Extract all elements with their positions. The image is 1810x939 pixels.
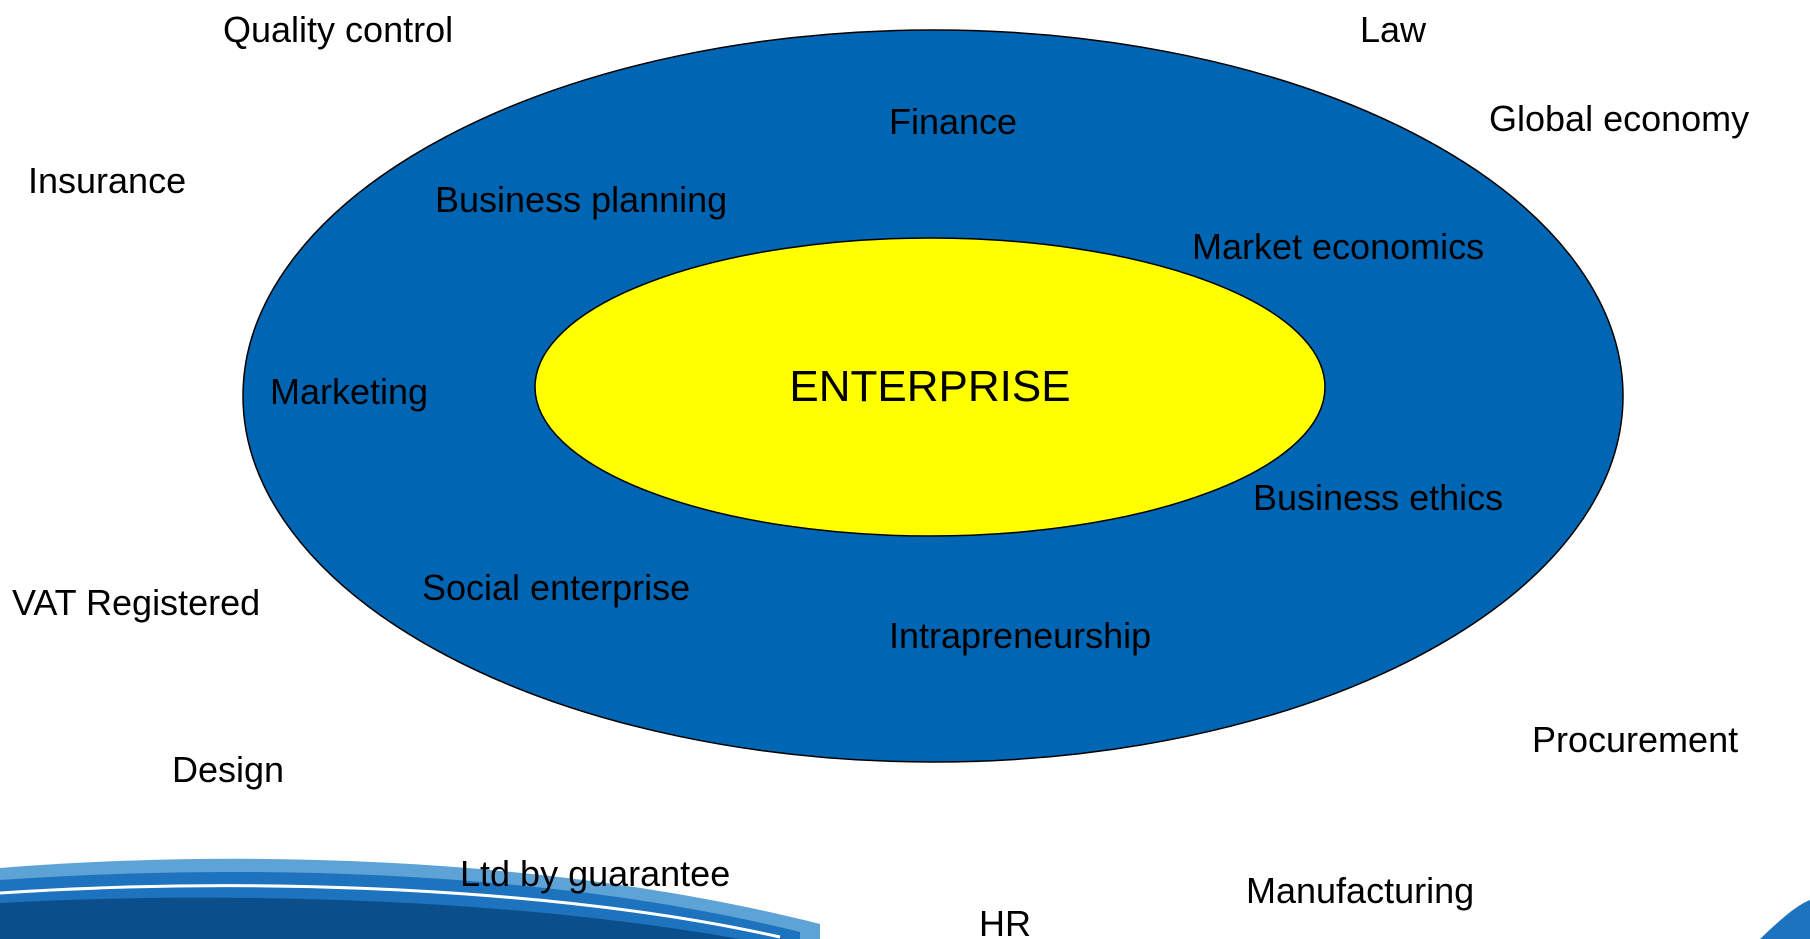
vat-registered-label: VAT Registered [12,582,261,623]
inner-ellipse [534,237,1326,537]
business-ethics-label: Business ethics [1253,477,1504,518]
business-planning-label: Business planning [435,179,728,220]
marketing-label: Marketing [270,371,429,412]
enterprise-label: ENTERPRISE [789,362,1071,411]
quality-control-label: Quality control [223,9,454,50]
intrapreneurship-label: Intrapreneurship [889,615,1152,656]
global-economy-label: Global economy [1489,98,1750,139]
ltd-by-guarantee-label: Ltd by guarantee [460,853,731,894]
insurance-label: Insurance [28,160,187,201]
wave-corner-right [1760,900,1810,939]
law-label: Law [1360,9,1427,50]
bottom-wave-decoration [0,858,1810,939]
design-label: Design [172,749,285,790]
wave-band-dark [0,897,740,939]
market-economics-label: Market economics [1192,226,1485,267]
procurement-label: Procurement [1532,719,1739,760]
hr-label: HR [979,903,1031,939]
wave-line [0,884,781,939]
finance-label: Finance [889,101,1018,142]
social-enterprise-label: Social enterprise [422,567,691,608]
manufacturing-label: Manufacturing [1246,870,1475,911]
